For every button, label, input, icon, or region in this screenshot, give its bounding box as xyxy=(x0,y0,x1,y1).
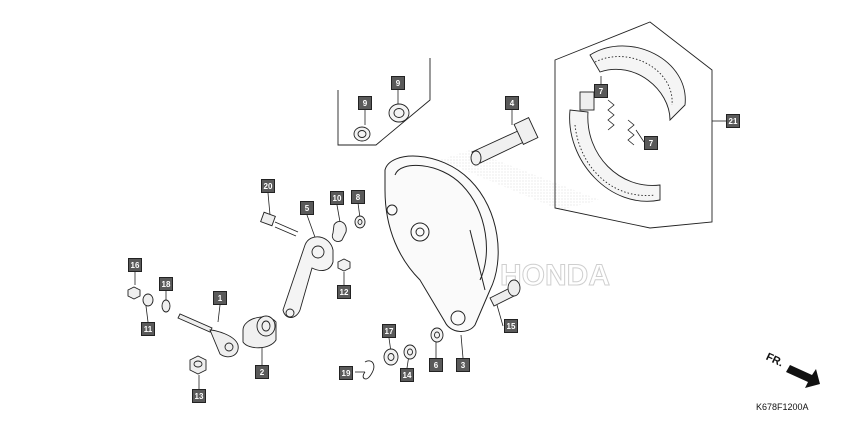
brake-cam-shaft xyxy=(470,117,539,166)
brake-rod-joint xyxy=(242,315,277,349)
callout-17: 17 xyxy=(382,324,396,338)
diagram-code: K678F1200A xyxy=(756,402,809,412)
callout-7b: 7 xyxy=(644,136,658,150)
callout-8: 8 xyxy=(351,190,365,204)
bolt-20 xyxy=(260,211,299,237)
callout-5: 5 xyxy=(300,201,314,215)
callout-14: 14 xyxy=(400,368,414,382)
brake-shoe-box xyxy=(554,21,713,229)
callout-6: 6 xyxy=(429,358,443,372)
bearing-inset-box xyxy=(337,58,431,146)
brake-panel xyxy=(384,155,499,332)
callout-9a: 9 xyxy=(358,96,372,110)
callout-21: 21 xyxy=(726,114,740,128)
leader-lines xyxy=(134,76,726,389)
washer-parts xyxy=(331,215,366,272)
callout-15: 15 xyxy=(504,319,518,333)
callout-12: 12 xyxy=(337,285,351,299)
callout-1: 1 xyxy=(213,291,227,305)
callout-20: 20 xyxy=(261,179,275,193)
bottom-small-parts xyxy=(362,327,444,380)
callout-11: 11 xyxy=(141,322,155,336)
pivot-bolt xyxy=(489,279,521,307)
callout-7a: 7 xyxy=(594,84,608,98)
callout-10: 10 xyxy=(330,191,344,205)
callout-3: 3 xyxy=(456,358,470,372)
callout-9b: 9 xyxy=(391,76,405,90)
callout-16: 16 xyxy=(128,258,142,272)
front-direction-arrow xyxy=(786,365,820,388)
callout-4: 4 xyxy=(505,96,519,110)
callout-19: 19 xyxy=(339,366,353,380)
brake-rod xyxy=(177,313,239,358)
brake-arm xyxy=(282,236,334,318)
callout-2: 2 xyxy=(255,365,269,379)
callout-18: 18 xyxy=(159,277,173,291)
nuts xyxy=(127,286,207,375)
callout-13: 13 xyxy=(192,389,206,403)
